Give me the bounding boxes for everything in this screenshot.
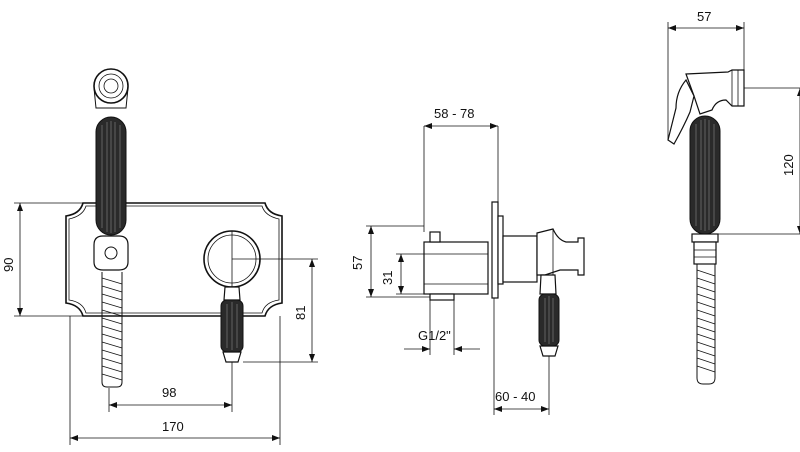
wall-plate [65,202,283,317]
front-view: 170 98 90 81 [1,68,318,445]
dim-81: 81 [293,306,308,320]
dim-170: 170 [162,419,184,434]
trigger [667,78,695,145]
hose-holder [93,235,129,271]
shower-head-ring [93,68,129,104]
dim-31: 31 [380,271,395,285]
spray-nozzle [685,69,745,115]
valve-body [423,241,489,295]
dim-57-side: 57 [350,256,365,270]
side-view: 58 - 78 57 31 G1/2" 60 - 40 [350,106,585,415]
side-dimensions [366,123,550,415]
wall-flange [491,201,499,299]
front-dimensions [14,202,318,445]
hand-shower-dimensions [667,22,800,235]
dim-90: 90 [1,258,16,272]
dim-58-78: 58 - 78 [434,106,474,121]
hose [101,272,123,388]
hand-shower-view: 57 120 [667,9,800,385]
dim-98: 98 [162,385,176,400]
dim-g12: G1/2" [418,328,451,343]
dim-120: 120 [781,154,796,176]
dim-57-hand: 57 [697,9,711,24]
hand-shower-hose [696,264,716,385]
dim-60-40: 60 - 40 [495,389,535,404]
